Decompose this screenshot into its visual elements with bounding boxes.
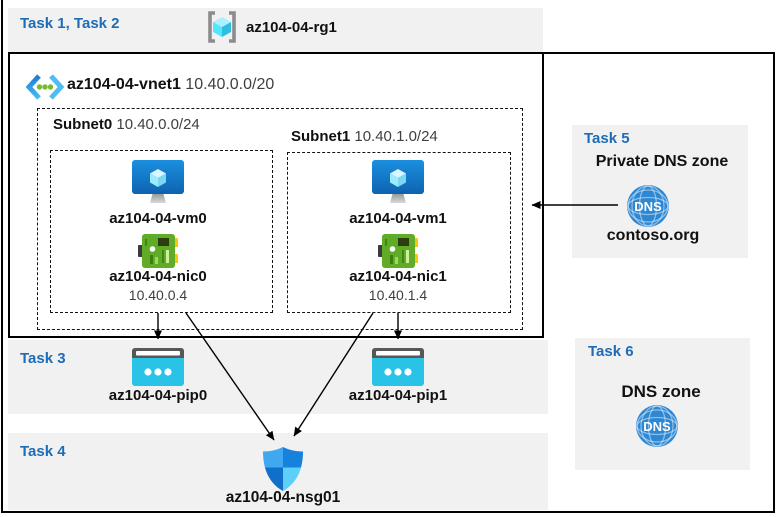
frame-right-border [773,52,775,513]
nic1-ip: 10.40.1.4 [368,287,428,303]
vnet-title: az104-04-vnet1 10.40.0.0/20 [67,76,274,94]
nic1-name: az104-04-nic1 [349,268,447,285]
nic0-ip: 10.40.0.4 [128,287,188,303]
frame-left-border [1,0,3,513]
subnet0-name: Subnet0 [53,116,113,133]
pip1-name: az104-04-pip1 [348,387,448,404]
task-6-label: Task 6 [588,343,634,360]
subnet0-box [50,150,273,313]
nic0-name: az104-04-nic0 [109,268,207,285]
vnet-cidr: 10.40.0.0/20 [185,76,275,93]
subnet0-cidr: 10.40.0.0/24 [116,116,200,133]
task-1-2-band [8,8,543,52]
nic-icon [378,234,418,268]
private-dns-zone-name: contoso.org [606,227,700,244]
task-4-label: Task 4 [20,443,66,460]
task-5-label: Task 5 [584,130,630,147]
vnet-name: az104-04-vnet1 [67,76,181,93]
subnet0-title: Subnet0 10.40.0.0/24 [53,116,200,133]
task-3-band [8,340,548,414]
subnet1-box [287,152,511,313]
frame-top-right-border [544,52,775,54]
vm0-name: az104-04-vm0 [109,210,207,227]
dns-icon-text: DNS [643,419,671,434]
public-ip-icon [132,348,184,386]
dns-zone-icon: DNS [636,405,678,447]
vm1-name: az104-04-vm1 [349,210,447,227]
dns-zone-title: DNS zone [621,382,701,401]
nsg-name: az104-04-nsg01 [225,489,341,506]
subnet1-cidr: 10.40.1.0/24 [354,128,438,145]
dns-icon-text: DNS [634,199,662,214]
task-3-label: Task 3 [20,350,66,367]
resource-group-name: az104-04-rg1 [246,19,337,36]
task-1-2-label: Task 1, Task 2 [20,15,120,32]
nic-icon [138,234,178,268]
subnets-container-box [37,108,523,330]
resource-group-icon [208,11,236,43]
pip0-name: az104-04-pip0 [108,387,208,404]
vnet-box [8,52,544,338]
subnet1-title: Subnet1 10.40.1.0/24 [291,128,438,145]
dns-zone-icon: DNS [627,185,669,227]
public-ip-icon [372,348,424,386]
frame-bottom-border [1,511,775,513]
vnet-icon [25,74,65,100]
task-6-panel [575,338,750,470]
vm-icon [132,160,184,203]
nsg-shield-icon [263,447,303,491]
private-dns-zone-title: Private DNS zone [595,153,729,170]
subnet1-name: Subnet1 [291,128,351,145]
vm-icon [372,160,424,203]
